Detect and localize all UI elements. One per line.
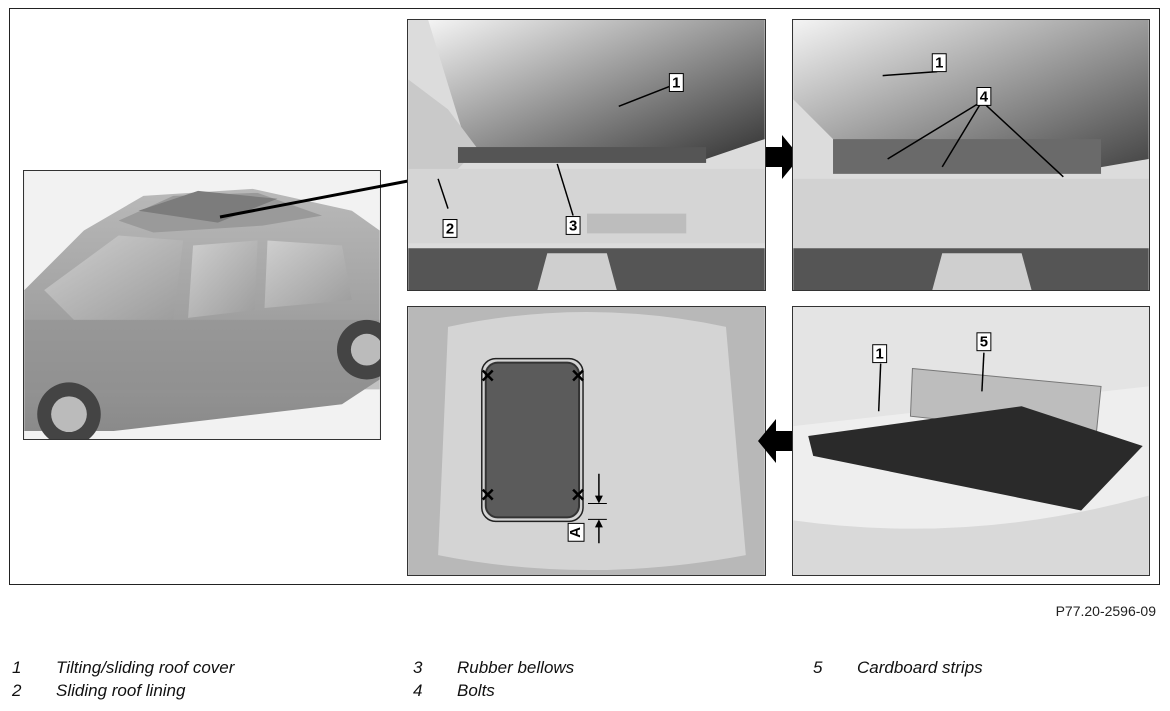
panel-dimension-a: A [407,306,766,576]
callout-1-bottom-right: 1 [876,347,884,363]
legend-item: 4 Bolts [413,681,574,704]
legend-column-3: 5 Cardboard strips [813,658,983,681]
legend-text: Rubber bellows [457,658,575,677]
screw-mark-icons [481,369,584,501]
roof-cover-open-illustration: 1 2 3 [408,20,765,290]
dimension-a-label: A [568,527,584,538]
panel-bolts: 1 4 [792,19,1150,291]
callout-4: 4 [980,89,989,105]
panel-cardboard-strips: 1 5 [792,306,1150,576]
legend-number: 1 [12,658,22,677]
figure-code: P77.20-2596-09 [1055,603,1156,619]
panel-roof-cover-open: 1 2 3 [407,19,766,291]
legend-column-2: 3 Rubber bellows 4 Bolts [413,658,574,704]
callout-1-top-middle: 1 [672,76,680,92]
legend-column-1: 1 Tilting/sliding roof cover 2 Sliding r… [12,658,234,704]
legend-number: 5 [813,658,823,677]
arrow-right-icon [766,135,800,179]
legend-text: Tilting/sliding roof cover [56,658,235,677]
legend-item: 2 Sliding roof lining [12,681,234,704]
legend-text: Bolts [457,681,495,700]
legend-number: 4 [413,681,423,700]
legend-text: Sliding roof lining [56,681,186,700]
cardboard-strips-illustration: 1 5 [793,307,1149,575]
legend-text: Cardboard strips [857,658,983,677]
bolts-illustration: 1 4 [793,20,1149,290]
dimension-a-illustration: A [408,307,765,575]
callout-2: 2 [446,221,454,237]
legend-number: 2 [12,681,22,700]
legend-item: 5 Cardboard strips [813,658,983,681]
legend-item: 1 Tilting/sliding roof cover [12,658,234,681]
legend-item: 3 Rubber bellows [413,658,574,681]
figure-frame: 1 2 3 1 [9,8,1160,585]
callout-1-top-right: 1 [935,56,943,72]
callout-5: 5 [980,335,988,351]
arrow-left-icon [758,419,792,463]
car-overview-panel [23,170,381,440]
callout-3: 3 [569,218,577,234]
car-illustration [24,171,380,439]
legend-number: 3 [413,658,423,677]
